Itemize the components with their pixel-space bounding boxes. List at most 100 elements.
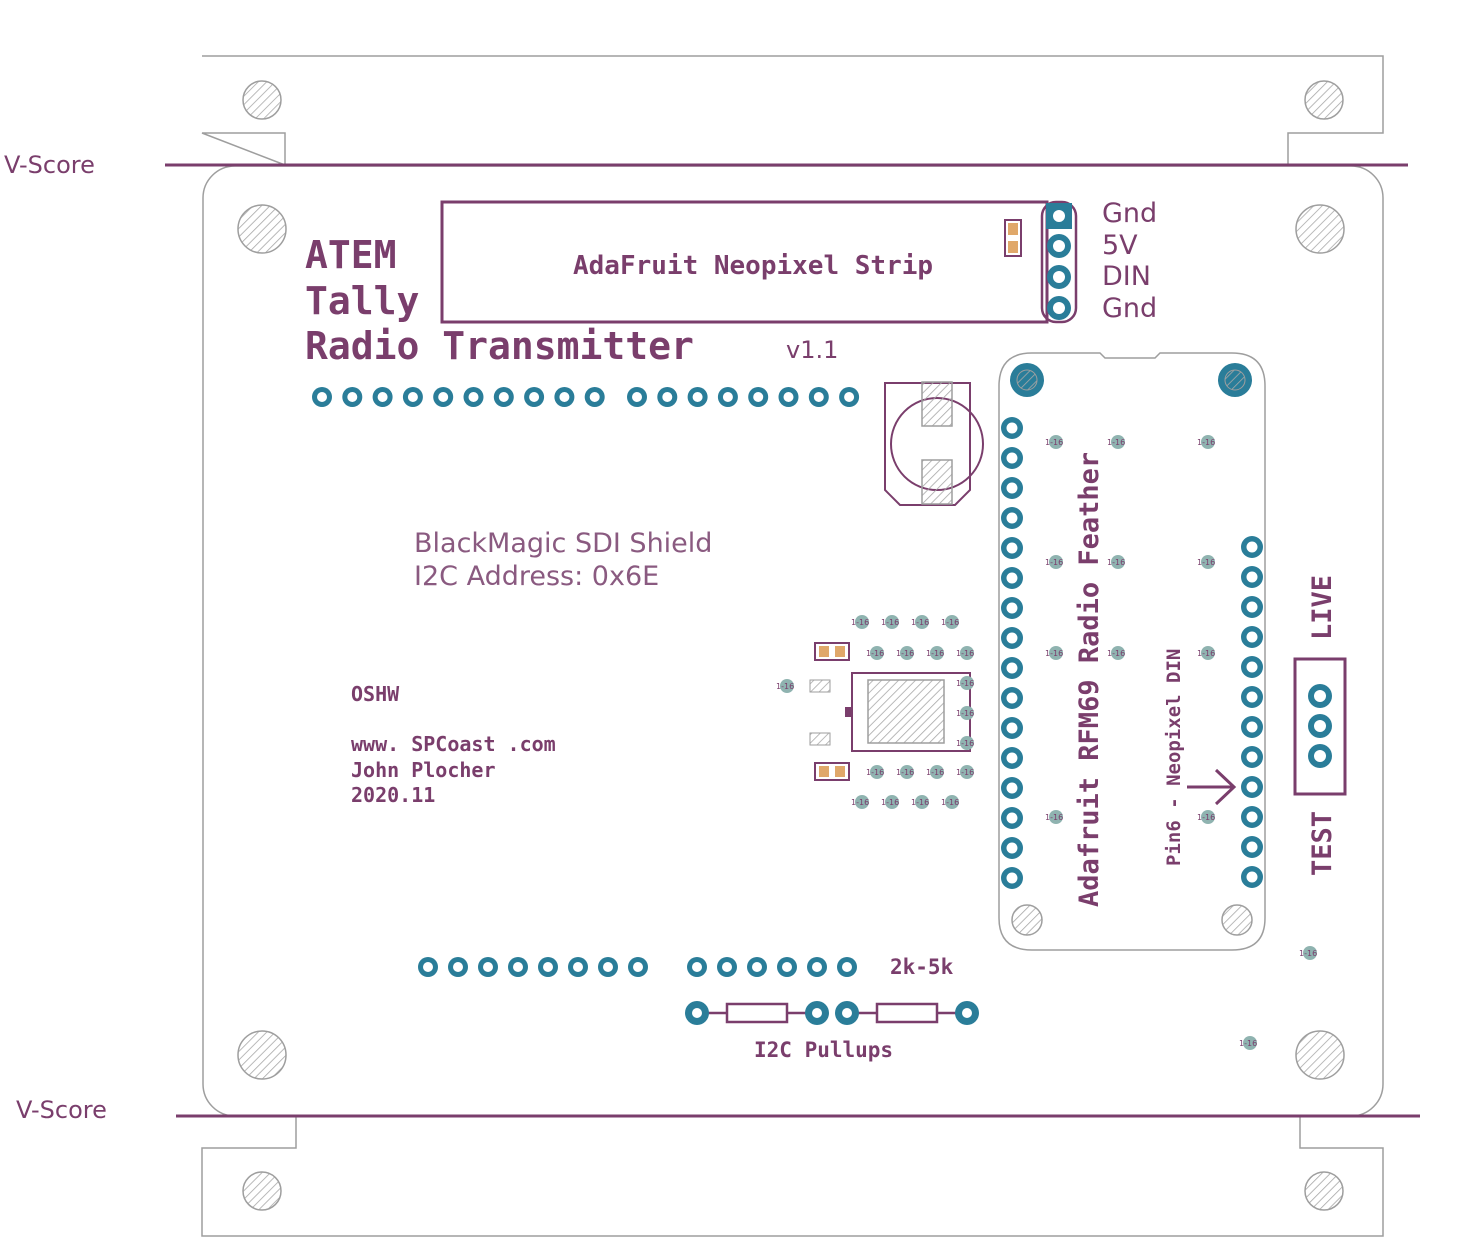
shield-header-top-right [627, 387, 860, 407]
feather-mount-holes [1010, 363, 1253, 936]
pad-hole [1246, 541, 1258, 553]
pad-hole [1006, 782, 1018, 794]
via-label: 1-16 [1045, 438, 1063, 447]
rail-hole-top-left [242, 80, 282, 120]
pad-hole [1246, 751, 1258, 763]
shield-header-bottom-right [687, 957, 857, 977]
via [780, 679, 794, 693]
pad-hole [513, 962, 523, 972]
shield-header-top-left [312, 387, 605, 407]
title-line-1: ATEM [305, 233, 397, 277]
via-label: 1-16 [881, 798, 899, 807]
pad-hole [783, 392, 794, 402]
pad-hole [1246, 601, 1258, 613]
pad-hole [1246, 841, 1258, 853]
via [1111, 435, 1125, 449]
via [1201, 555, 1215, 569]
pad-hole [752, 962, 762, 972]
pad-hole [1006, 812, 1018, 824]
pad-hole [1006, 542, 1018, 554]
via [855, 795, 869, 809]
via-label: 1-16 [1107, 558, 1125, 567]
pad-hole [603, 962, 613, 972]
pad-hole [1246, 871, 1258, 883]
pad-hole [438, 392, 449, 402]
pad-hole [1246, 781, 1258, 793]
title-line-2: Tally [305, 279, 419, 323]
pad-hole [377, 392, 388, 402]
feather-label: Adafruit RFM69 Radio Feather [1074, 452, 1105, 907]
via [930, 765, 944, 779]
pad-hole [844, 392, 855, 402]
mounting-hole-top-right [1295, 204, 1345, 254]
via-label: 1-16 [1045, 558, 1063, 567]
battery-holder [884, 381, 984, 506]
pad-hole [589, 392, 600, 402]
pad-hole [453, 962, 463, 972]
via [960, 646, 974, 660]
via-label: 1-16 [956, 649, 974, 658]
mounting-hole-bottom-right [1295, 1030, 1345, 1080]
pad-hole [1006, 692, 1018, 704]
via [930, 646, 944, 660]
pad-hole [1006, 842, 1018, 854]
pad-hole [483, 962, 493, 972]
rail-hole-bottom-left [242, 1171, 282, 1211]
via-label: 1-16 [1045, 813, 1063, 822]
via-label: 1-16 [1107, 649, 1125, 658]
via [900, 646, 914, 660]
via-label: 1-16 [896, 649, 914, 658]
via [1049, 555, 1063, 569]
via-label: 1-16 [926, 768, 944, 777]
via-label: 1-16 [866, 649, 884, 658]
pad-hole [347, 392, 358, 402]
pad-hole [498, 392, 509, 402]
via [915, 795, 929, 809]
via [900, 765, 914, 779]
pad-hole [1006, 422, 1018, 434]
neopixel-pin-1: Gnd [1102, 198, 1157, 229]
pad-hole [1006, 872, 1018, 884]
via-label: 1-16 [956, 679, 974, 688]
via-label: 1-16 [1239, 1039, 1257, 1048]
oshw-label: OSHW [351, 682, 400, 706]
pad-hole [1006, 632, 1018, 644]
pullup-resistors [685, 1001, 979, 1025]
shield-name: BlackMagic SDI Shield [414, 528, 712, 559]
mounting-hole-bottom-left [237, 1030, 287, 1080]
website-label: www. SPCoast .com [351, 732, 556, 756]
via [1049, 810, 1063, 824]
top-rail-outline [201, 55, 1384, 167]
pad-hole [468, 392, 479, 402]
mounting-hole-top-left [237, 204, 287, 254]
via-label: 1-16 [1197, 558, 1215, 567]
rail-hole-bottom-right [1304, 1171, 1344, 1211]
via [960, 706, 974, 720]
via-label: 1-16 [1107, 438, 1125, 447]
via [960, 676, 974, 690]
shield-header-bottom-left [418, 957, 648, 977]
pad-hole [1006, 572, 1018, 584]
pad-hole [1246, 661, 1258, 673]
pad-hole [692, 392, 703, 402]
feather-pin-note: Pin6 - Neopixel DIN [1163, 649, 1185, 866]
via [1201, 810, 1215, 824]
tally-switch [1293, 657, 1347, 796]
via [1201, 435, 1215, 449]
mounting-holes [237, 80, 1345, 1211]
pad-hole [1006, 512, 1018, 524]
pad-hole [1006, 722, 1018, 734]
author-label: John Plocher [351, 758, 496, 782]
via-label: 1-16 [851, 798, 869, 807]
pad-hole [813, 392, 824, 402]
pad-hole [1246, 631, 1258, 643]
via-label: 1-16 [776, 682, 794, 691]
pad-hole [722, 962, 732, 972]
via-label: 1-16 [926, 649, 944, 658]
neopixel-pin-4: Gnd [1102, 293, 1157, 324]
via-label: 1-16 [1197, 438, 1215, 447]
vscore-top-label: V-Score [4, 151, 95, 179]
pad-hole [423, 962, 433, 972]
title-line-3: Radio Transmitter [305, 324, 694, 368]
